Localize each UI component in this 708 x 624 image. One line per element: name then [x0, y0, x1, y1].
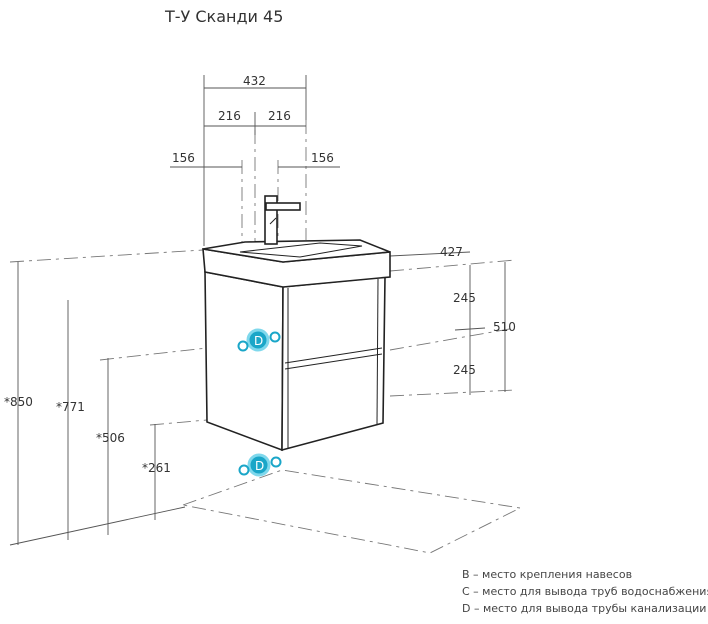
- dim-427: 427: [440, 245, 463, 259]
- dim-216-right: 216: [268, 109, 291, 123]
- water-marker-left-upper: [237, 340, 249, 352]
- drawer-divider: [284, 347, 383, 364]
- legend-item-b: B – место крепления навесов: [462, 568, 633, 581]
- cabinet: [204, 271, 386, 452]
- dim-245-top: 245: [453, 291, 476, 305]
- top-dimensions: [170, 75, 471, 257]
- legend-item-d: D – место для вывода трубы канализации: [462, 602, 707, 615]
- dim-510: 510: [493, 320, 516, 334]
- dim-432: 432: [243, 74, 266, 88]
- water-marker-right-upper: [269, 331, 281, 343]
- left-dimensions: [9, 262, 186, 546]
- dim-156-left: 156: [172, 151, 195, 165]
- dim-216-left: 216: [218, 109, 241, 123]
- dim-261: *261: [142, 461, 171, 475]
- dim-506: *506: [96, 431, 125, 445]
- water-marker-left-lower: [238, 464, 250, 476]
- legend-item-c: C – место для вывода труб водоснабжения: [462, 585, 708, 598]
- dim-850: *850: [4, 395, 33, 409]
- water-marker-right-lower: [270, 456, 282, 468]
- faucet: [264, 195, 301, 245]
- drain-marker-upper: [246, 328, 270, 352]
- dim-245-bottom: 245: [453, 363, 476, 377]
- connection-markers-lower: D: [238, 453, 282, 477]
- drain-label-lower: D: [255, 459, 264, 473]
- floor-outline: [181, 469, 522, 554]
- dim-156-right: 156: [311, 151, 334, 165]
- dim-771: *771: [56, 400, 85, 414]
- drain-label-upper: D: [254, 334, 263, 348]
- drain-marker-lower: [247, 453, 271, 477]
- right-dimensions: [454, 262, 506, 395]
- drawer-handle: [284, 353, 383, 370]
- legend: B – место крепления навесов C – место дл…: [462, 566, 708, 617]
- drawing-title: Т-У Сканди 45: [164, 7, 283, 26]
- connection-markers-upper: D: [237, 328, 281, 352]
- washbasin: [202, 239, 391, 288]
